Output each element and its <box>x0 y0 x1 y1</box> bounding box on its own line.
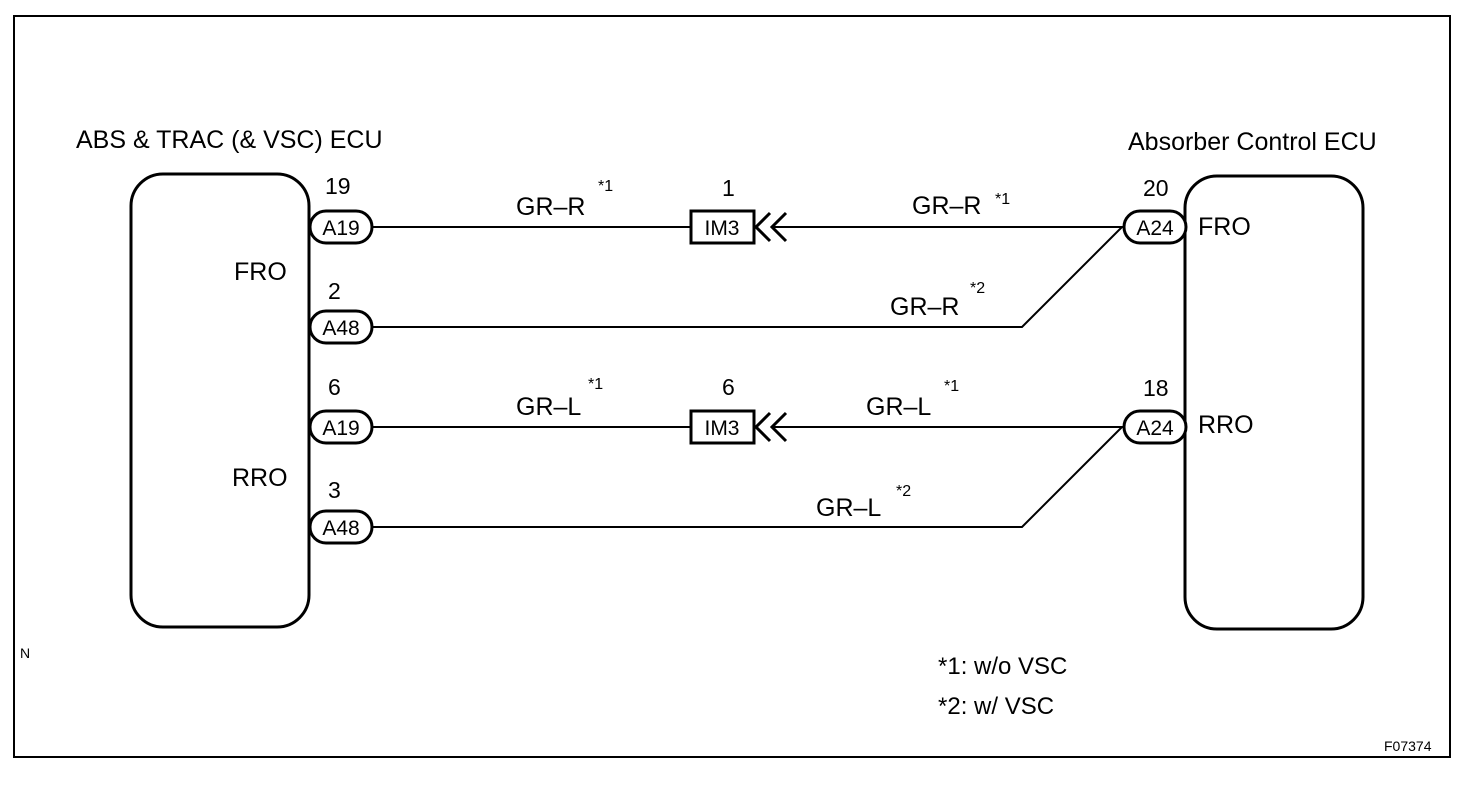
left-ecu-title: ABS & TRAC (& VSC) ECU <box>76 126 383 154</box>
left-terminal-fro: FRO <box>234 258 287 286</box>
wire1-right-color: GR–R <box>912 192 981 220</box>
wire3-left-note: *1 <box>588 376 603 393</box>
legend-note-1: *1: w/o VSC <box>938 653 1067 680</box>
wire4-note: *2 <box>896 483 911 500</box>
diagram-frame <box>13 15 1451 758</box>
wire1-right-pin: 20 <box>1143 175 1169 201</box>
wire3-right-note: *1 <box>944 378 959 395</box>
wire3-junction-box <box>689 409 756 445</box>
right-ecu-box <box>1183 174 1365 631</box>
wire3-left-color: GR–L <box>516 393 581 421</box>
wire1-left-pin: 19 <box>325 173 351 199</box>
wire2-left-pin: 2 <box>328 278 341 304</box>
wire4-line <box>372 426 1123 528</box>
wire3-right-connector-label: A24 <box>1136 417 1174 440</box>
right-ecu-title: Absorber Control ECU <box>1128 128 1377 156</box>
wire2-color: GR–R <box>890 293 959 321</box>
figure-id: F07374 <box>1384 738 1432 754</box>
wire2-line <box>372 226 1123 328</box>
wire4-color: GR–L <box>816 494 881 522</box>
wire1-right-note: *1 <box>995 191 1010 208</box>
wire2-left-connector-label: A48 <box>322 317 359 340</box>
wire4-left-pin: 3 <box>328 477 341 503</box>
left-terminal-rro: RRO <box>232 464 288 492</box>
wire3-left-pin: 6 <box>328 374 341 400</box>
wire1-left-color: GR–R <box>516 193 585 221</box>
wire1-right-connector-label: A24 <box>1136 217 1174 240</box>
wire1-left-note: *1 <box>598 178 613 195</box>
right-terminal-rro: RRO <box>1198 411 1254 439</box>
right-terminal-fro: FRO <box>1198 213 1251 241</box>
corner-mark: N <box>20 645 30 661</box>
wire3-left-connector-label: A19 <box>322 417 359 440</box>
wire4-left-connector-label: A48 <box>322 517 359 540</box>
left-ecu-box <box>129 172 311 629</box>
wire3-right-connector <box>1122 409 1188 445</box>
wire3-junction-pin: 6 <box>722 374 735 400</box>
wire3-right-color: GR–L <box>866 393 931 421</box>
wire1-left-connector-label: A19 <box>322 217 359 240</box>
wire1-right-connector <box>1122 209 1188 245</box>
wire1-junction-label: IM3 <box>704 217 739 240</box>
wire1-junction-pin: 1 <box>722 175 735 201</box>
wire3-right-pin: 18 <box>1143 375 1169 401</box>
legend-note-2: *2: w/ VSC <box>938 693 1054 720</box>
wire3-junction-label: IM3 <box>704 417 739 440</box>
wire2-note: *2 <box>970 280 985 297</box>
